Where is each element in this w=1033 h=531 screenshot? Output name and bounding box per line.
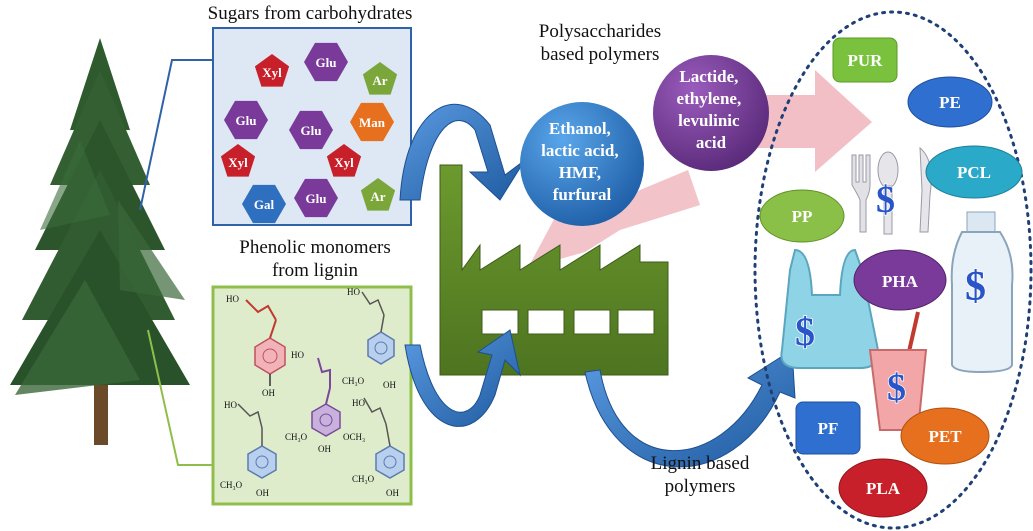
sugar-pentagon — [362, 62, 398, 95]
sugar-label: Ar — [372, 73, 387, 88]
polymer-badge-pha — [853, 249, 947, 311]
och3-label: CH₃O — [220, 480, 243, 490]
sugar-label: Glu — [306, 191, 327, 206]
tree-to-sugars-line — [139, 59, 213, 211]
polymer-badge-pet — [900, 407, 990, 465]
polymer-badge-pe — [907, 76, 993, 128]
dollar-symbol: $ — [887, 367, 906, 409]
polymer-badge-pf — [795, 401, 861, 455]
phenolic-caption: Phenolic monomers from lignin — [239, 237, 391, 281]
och3-label: CH₃O — [342, 376, 365, 386]
polymers-ellipse — [753, 10, 1033, 530]
sugar-hexagon — [304, 42, 348, 82]
polymer-label-pp: PP — [792, 207, 813, 226]
lignin-structures: HO OH HO CH₃O OH HO CH₃O OCH₃ OH HO CH₃O… — [220, 287, 405, 498]
pink-arrow-small — [528, 170, 700, 268]
tree-to-lignin-line — [147, 329, 213, 466]
sugar-hexagon — [224, 100, 268, 140]
phenol-ring — [247, 445, 277, 479]
lactide-bubble — [653, 55, 769, 171]
polymer-badge-pur — [832, 37, 898, 83]
oh-label: OH — [386, 488, 399, 498]
sugar-pentagon — [220, 144, 256, 177]
cutlery-icon: $ — [851, 146, 932, 235]
sugar-pentagon — [254, 54, 290, 87]
polymer-label-pla: PLA — [866, 479, 901, 498]
drink-cup-icon: $ — [868, 311, 928, 431]
factory-window — [573, 309, 611, 335]
factory-window — [617, 309, 655, 335]
och3-label: CH₃O — [285, 432, 308, 442]
arrow-factory-to-polymers — [584, 349, 796, 468]
polymer-badge-pcl — [925, 145, 1023, 199]
sugar-label: Xyl — [262, 65, 282, 80]
factory-window — [481, 309, 519, 335]
polymer-label-pha: PHA — [882, 272, 919, 291]
pine-tree — [10, 38, 190, 445]
polymer-label-pet: PET — [928, 427, 962, 446]
phenol-ring — [367, 331, 395, 365]
oh-label: OH — [262, 388, 275, 398]
oh-label: OH — [383, 380, 396, 390]
sugar-label: Glu — [316, 55, 337, 70]
sugar-label: Gal — [254, 197, 275, 212]
och3-label: OCH₃ — [343, 432, 365, 442]
polymer-label-pf: PF — [818, 419, 839, 438]
polymer-badge-pla — [838, 458, 928, 518]
sugar-hexagon — [289, 110, 333, 150]
phenol-ring — [311, 403, 341, 437]
sugar-label: Man — [359, 115, 386, 130]
lactide-bubble-text: Lactide, ethylene, levulinic acid — [677, 67, 746, 152]
oh-label: OH — [256, 488, 269, 498]
dollar-symbol: $ — [795, 309, 815, 354]
arrow-lignin-to-factory — [404, 329, 521, 427]
factory — [439, 164, 669, 376]
sugar-pentagon — [326, 144, 362, 177]
polymer-badge-pp — [759, 189, 845, 243]
polysaccharides-caption: Polysaccharides based polymers — [538, 21, 662, 65]
sugars-caption: Sugars from carbohydrates — [207, 3, 413, 24]
sugar-label: Glu — [236, 113, 257, 128]
sugar-label: Xyl — [228, 155, 248, 170]
factory-window — [527, 309, 565, 335]
ho-label: HO — [226, 294, 239, 304]
water-bottle-icon: $ — [950, 211, 1014, 374]
polymer-label-pur: PUR — [848, 51, 884, 70]
ethanol-bubble-text: Ethanol, lactic acid, HMF, furfural — [541, 119, 623, 204]
polymer-label-pe: PE — [939, 93, 961, 112]
polymer-label-pcl: PCL — [957, 163, 991, 182]
ho-label: HO — [352, 398, 365, 408]
ho-label: HO — [291, 350, 304, 360]
dollar-symbol: $ — [965, 264, 986, 310]
sugar-label: Ar — [370, 189, 385, 204]
ethanol-bubble — [520, 102, 644, 226]
dollar-symbol: $ — [876, 179, 895, 221]
sugar-label: Xyl — [334, 155, 354, 170]
sugar-label: Glu — [301, 123, 322, 138]
sugar-hexagon — [350, 102, 394, 142]
ho-label: HO — [224, 400, 237, 410]
sugar-hexagon — [294, 178, 338, 218]
och3-label: CH₃O — [352, 474, 375, 484]
sugar-hexagon — [242, 184, 286, 224]
sugar-pentagon — [360, 178, 396, 211]
oh-label: OH — [318, 444, 331, 454]
ho-label: HO — [347, 287, 360, 297]
phenol-ring — [375, 445, 405, 479]
lignin-polymers-caption: Lignin based polymers — [650, 453, 750, 497]
